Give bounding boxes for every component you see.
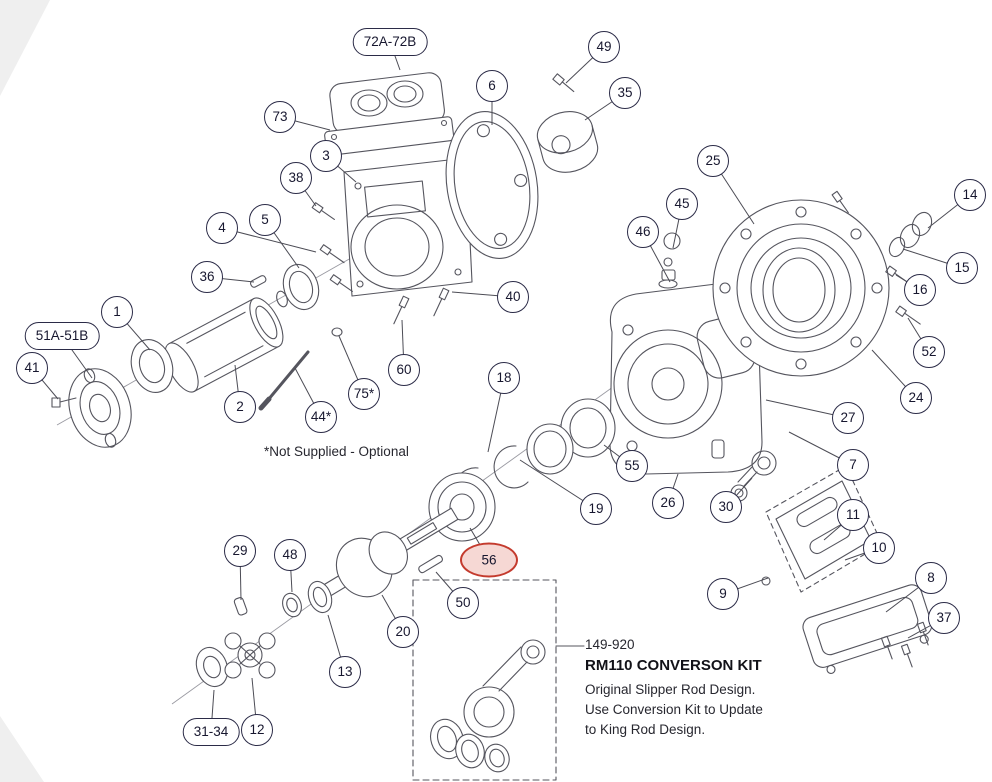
- crankshaft: [310, 507, 459, 605]
- flange-bolt: [51, 397, 77, 408]
- callout-49[interactable]: 49: [588, 31, 620, 63]
- callout-19[interactable]: 19: [580, 493, 612, 525]
- bearing-flange: [68, 368, 132, 448]
- callout-44[interactable]: 44*: [305, 401, 337, 433]
- callout-2[interactable]: 2: [224, 391, 256, 423]
- callout-14[interactable]: 14: [954, 179, 986, 211]
- callout-15[interactable]: 15: [946, 252, 978, 284]
- callout-41[interactable]: 41: [16, 352, 48, 384]
- callout-3[interactable]: 3: [310, 140, 342, 172]
- kit-rod-illustration: [430, 639, 546, 773]
- optional-rod: [258, 350, 310, 411]
- callout-75[interactable]: 75*: [348, 378, 380, 410]
- callout-12[interactable]: 12: [241, 714, 273, 746]
- callout-46[interactable]: 46: [627, 216, 659, 248]
- callout-36[interactable]: 36: [191, 261, 223, 293]
- mounting-flange: [712, 199, 890, 377]
- callout-1[interactable]: 1: [101, 296, 133, 328]
- shaft-key: [418, 554, 443, 574]
- callout-40[interactable]: 40: [497, 281, 529, 313]
- callout-11[interactable]: 11: [837, 499, 869, 531]
- vent-parts: [658, 232, 681, 289]
- cap-bolt: [552, 73, 575, 93]
- kit-line-2: Use Conversion Kit to Update: [585, 702, 763, 717]
- callout-50[interactable]: 50: [447, 587, 479, 619]
- body-bolts: [311, 202, 353, 293]
- callout-6[interactable]: 6: [476, 70, 508, 102]
- callout-7[interactable]: 7: [837, 449, 869, 481]
- conversion-kit-note: 149-920 RM110 CONVERSON KIT Original Sli…: [585, 637, 815, 740]
- left-bearing: [130, 339, 174, 393]
- callout-48[interactable]: 48: [274, 539, 306, 571]
- callout-10[interactable]: 10: [863, 532, 895, 564]
- callout-30[interactable]: 30: [710, 491, 742, 523]
- slipper-plates: [761, 465, 883, 593]
- callout-20[interactable]: 20: [387, 616, 419, 648]
- kit-ref-number: 149-920: [585, 637, 635, 652]
- callout-60[interactable]: 60: [388, 354, 420, 386]
- callout-25[interactable]: 25: [697, 145, 729, 177]
- retainer-clip: [331, 327, 343, 337]
- optional-note: *Not Supplied - Optional: [264, 444, 409, 459]
- callout-29[interactable]: 29: [224, 535, 256, 567]
- stud-bolts: [393, 287, 450, 325]
- callout-8[interactable]: 8: [915, 562, 947, 594]
- scan-shading: [0, 0, 50, 782]
- callout-37[interactable]: 37: [928, 602, 960, 634]
- bearing-cap: [536, 111, 599, 173]
- callout-51a-51b[interactable]: 51A-51B: [24, 322, 100, 350]
- kit-line-1: Original Slipper Rod Design.: [585, 682, 756, 697]
- kit-title: RM110 CONVERSON KIT: [585, 657, 762, 674]
- callout-35[interactable]: 35: [609, 77, 641, 109]
- shaft-hardware: [885, 211, 933, 325]
- callout-26[interactable]: 26: [652, 487, 684, 519]
- callout-4[interactable]: 4: [206, 212, 238, 244]
- callout-38[interactable]: 38: [280, 162, 312, 194]
- seal-rings: [276, 263, 320, 311]
- gasket: [445, 111, 539, 259]
- callout-73[interactable]: 73: [264, 101, 296, 133]
- callout-56[interactable]: 56: [460, 542, 518, 578]
- cylinder-sleeve: [164, 297, 284, 393]
- callout-27[interactable]: 27: [832, 402, 864, 434]
- valve-cover-part: [324, 72, 455, 156]
- callout-13[interactable]: 13: [329, 656, 361, 688]
- callout-45[interactable]: 45: [666, 188, 698, 220]
- valve-plate: [802, 584, 933, 675]
- callout-72a-72b[interactable]: 72A-72B: [352, 28, 428, 56]
- callout-5[interactable]: 5: [249, 204, 281, 236]
- callout-9[interactable]: 9: [707, 578, 739, 610]
- key-pin: [250, 275, 267, 288]
- valve-plate-bolts: [880, 621, 929, 668]
- callout-16[interactable]: 16: [904, 274, 936, 306]
- callout-24[interactable]: 24: [900, 382, 932, 414]
- flange-top-bolt: [831, 190, 849, 214]
- crosshead-assembly: [195, 580, 333, 688]
- callout-55[interactable]: 55: [616, 450, 648, 482]
- pump-body-part: [343, 157, 473, 297]
- callout-31-34[interactable]: 31-34: [182, 718, 240, 746]
- kit-line-3: to King Rod Design.: [585, 722, 706, 737]
- callout-18[interactable]: 18: [488, 362, 520, 394]
- callout-52[interactable]: 52: [913, 336, 945, 368]
- conversion-kit-box: [412, 579, 585, 781]
